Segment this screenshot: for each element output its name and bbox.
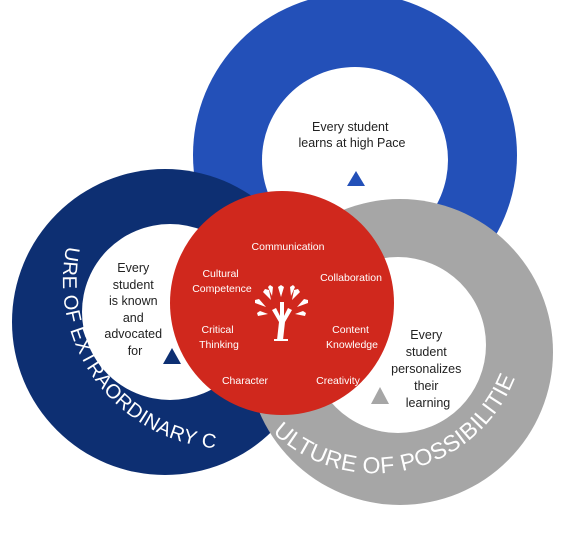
care-statement: Every student is known and advocated for [104, 261, 165, 358]
skill-critical-thinking: Critical Thinking [199, 324, 239, 351]
skill-collaboration: Collaboration [320, 272, 382, 284]
skill-cultural-competence: Cultural Competence [192, 268, 252, 295]
core-circle: Communication Collaboration Cultural Com… [170, 191, 394, 415]
possibilities-triangle-icon [371, 387, 389, 404]
care-triangle-icon [163, 348, 181, 364]
skill-content-knowledge: Content Knowledge [326, 324, 378, 351]
excellence-statement: Every student learns at high Pace [298, 120, 405, 150]
skill-character: Character [222, 375, 269, 387]
possibilities-statement: Every student personalizes their learnin… [391, 328, 465, 410]
excellence-triangle-icon [347, 171, 365, 186]
skill-creativity: Creativity [316, 375, 361, 387]
skill-communication: Communication [252, 241, 325, 253]
tree-of-hands-icon [255, 285, 308, 341]
